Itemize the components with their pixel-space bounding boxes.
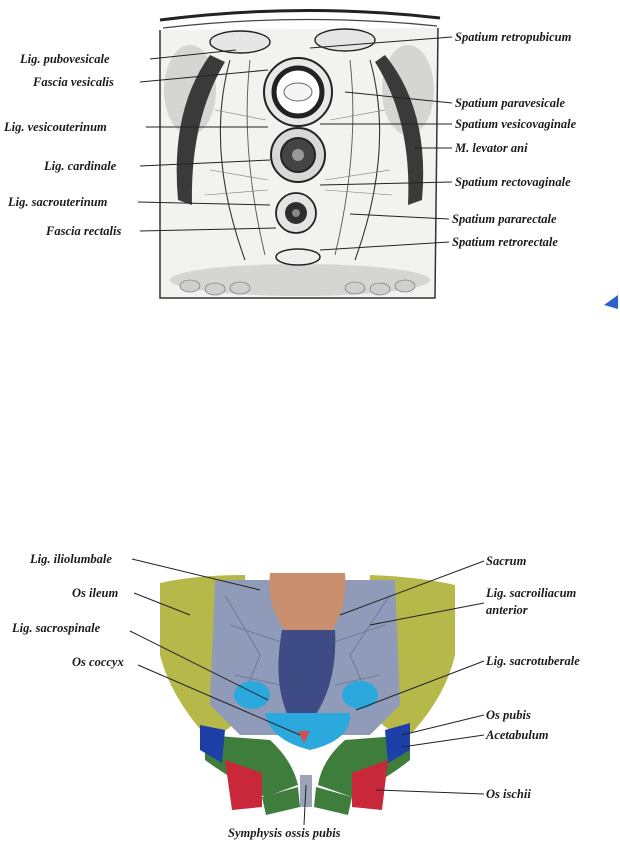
pubic-bone-right: [314, 28, 376, 52]
coccyx-region-shape: [278, 630, 336, 725]
sacrum-cross-section: [275, 248, 321, 266]
label-lig-sacroiliacum: Lig. sacroiliacum: [485, 586, 577, 600]
label-os-pubis: Os pubis: [486, 708, 531, 722]
label-lig-cardinale: Lig. cardinale: [43, 159, 117, 173]
label-spatium-retropubicum: Spatium retropubicum: [455, 30, 572, 44]
pelvic-fascia-cross-section: Lig. pubovesicale Fascia vesicalis Lig. …: [0, 0, 620, 310]
corner-mark: [604, 295, 618, 309]
pubis-blue-left-shape: [200, 725, 225, 763]
sacrum-shape: [269, 573, 346, 630]
label-spatium-pararectale: Spatium pararectale: [452, 212, 557, 226]
label-lig-sacrotuberale: Lig. sacrotuberale: [485, 654, 580, 668]
os-ischii-right-shape: [352, 760, 388, 810]
label-fascia-rectalis: Fascia rectalis: [45, 224, 121, 238]
label-lig-sacrospinale: Lig. sacrospinale: [11, 621, 101, 635]
label-m-levator-ani: M. levator ani: [454, 141, 528, 155]
abdominal-wall-arc: [159, 8, 441, 22]
pubic-bone-left: [209, 30, 271, 54]
label-lig-vesicouterinum: Lig. vesicouterinum: [3, 120, 107, 134]
pubis-blue-right-shape: [385, 723, 410, 763]
label-sacrum: Sacrum: [486, 554, 527, 568]
label-spatium-paravesicale: Spatium paravesicale: [455, 96, 566, 110]
label-lig-pubovesicale: Lig. pubovesicale: [19, 52, 110, 66]
label-spatium-vesicovaginale: Spatium vesicovaginale: [455, 117, 577, 131]
label-os-ileum: Os ileum: [72, 586, 118, 600]
label-symphysis-ossis-pubis: Symphysis ossis pubis: [228, 826, 341, 840]
label-os-ischii: Os ischii: [486, 787, 531, 801]
label-fascia-vesicalis: Fascia vesicalis: [32, 75, 114, 89]
label-acetabulum: Acetabulum: [485, 728, 549, 742]
cyan-right-shape: [342, 681, 378, 709]
label-os-coccyx: Os coccyx: [72, 655, 124, 669]
label-lig-sacroiliacum-anterior: anterior: [486, 603, 528, 617]
label-lig-sacrouterinum: Lig. sacrouterinum: [7, 195, 108, 209]
levator-ani-left: [176, 55, 225, 205]
label-lig-iliolumbale: Lig. iliolumbale: [29, 552, 112, 566]
cross-section-drawing: [159, 8, 441, 299]
pelvis-3d-model: Lig. iliolumbale Os ileum Lig. sacrospin…: [0, 535, 620, 851]
levator-ani-right: [375, 55, 424, 205]
os-pubis-left-shape: [205, 735, 298, 797]
pelvis-drawing: [160, 573, 455, 815]
label-spatium-rectovaginale: Spatium rectovaginale: [455, 175, 571, 189]
os-ischii-left-shape: [225, 760, 262, 810]
label-spatium-retrorectale: Spatium retrorectale: [452, 235, 558, 249]
